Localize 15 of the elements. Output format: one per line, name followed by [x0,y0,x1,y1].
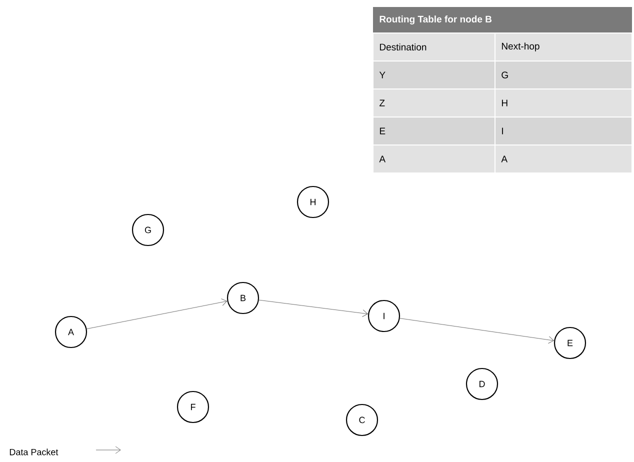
table-cell: G [494,60,632,90]
arrow [86,298,228,330]
table-cell: Destination [372,32,496,62]
table-cell: E [372,116,496,146]
arrow [400,318,554,344]
table-cell: A [372,144,496,174]
arrow [258,300,368,317]
legend-label: Data Packet [10,448,58,456]
table-cell: Z [372,88,496,118]
table-cell: I [494,116,632,146]
table-header: Routing Table for node B [373,7,632,33]
table-cell: H [494,88,632,118]
table-cell: A [494,144,632,174]
table-cell: Next-hop [494,32,632,62]
table-cell: Y [372,60,496,90]
